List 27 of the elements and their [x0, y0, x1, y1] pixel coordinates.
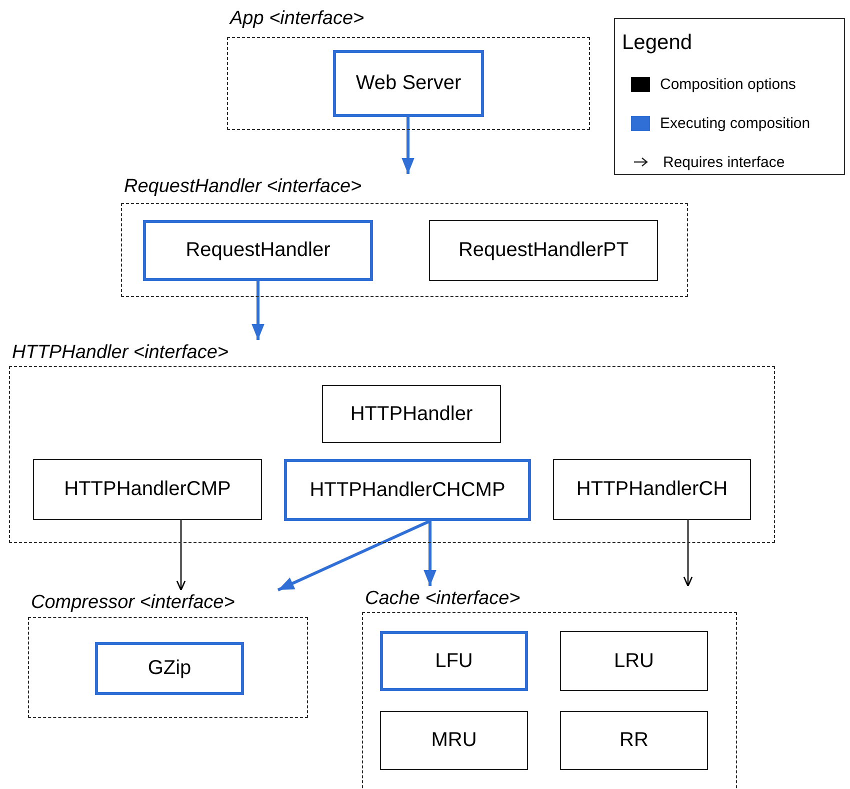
component-box: RequestHandlerPT	[429, 220, 658, 281]
component-box: HTTPHandlerCH	[553, 459, 751, 520]
legend-text: Executing composition	[660, 114, 810, 132]
arrow	[252, 281, 264, 340]
component-box: RR	[560, 711, 708, 770]
component-box: MRU	[380, 711, 528, 770]
component-box: LRU	[560, 631, 708, 691]
interface-heading: HTTPHandler <interface>	[12, 342, 228, 364]
component-box: LFU	[380, 631, 528, 691]
component-box: GZip	[95, 642, 244, 695]
legend-text: Requires interface	[663, 154, 785, 170]
arrow	[424, 521, 436, 586]
interface-heading: App <interface>	[230, 8, 364, 30]
arrow	[683, 520, 693, 587]
interface-heading: RequestHandler <interface>	[124, 176, 362, 198]
interface-heading: Compressor <interface>	[31, 592, 235, 614]
component-box: HTTPHandler	[322, 385, 501, 443]
component-box: Web Server	[333, 50, 484, 117]
legend-title: Legend	[622, 31, 692, 55]
interface-heading: Cache <interface>	[365, 588, 520, 610]
arrow	[277, 520, 431, 592]
legend-text: Composition options	[660, 76, 796, 92]
arrow	[402, 117, 414, 174]
component-box: HTTPHandlerCMP	[33, 459, 262, 520]
component-box: RequestHandler	[143, 220, 373, 281]
arrow	[176, 520, 186, 591]
component-box: HTTPHandlerCHCMP	[284, 459, 531, 521]
